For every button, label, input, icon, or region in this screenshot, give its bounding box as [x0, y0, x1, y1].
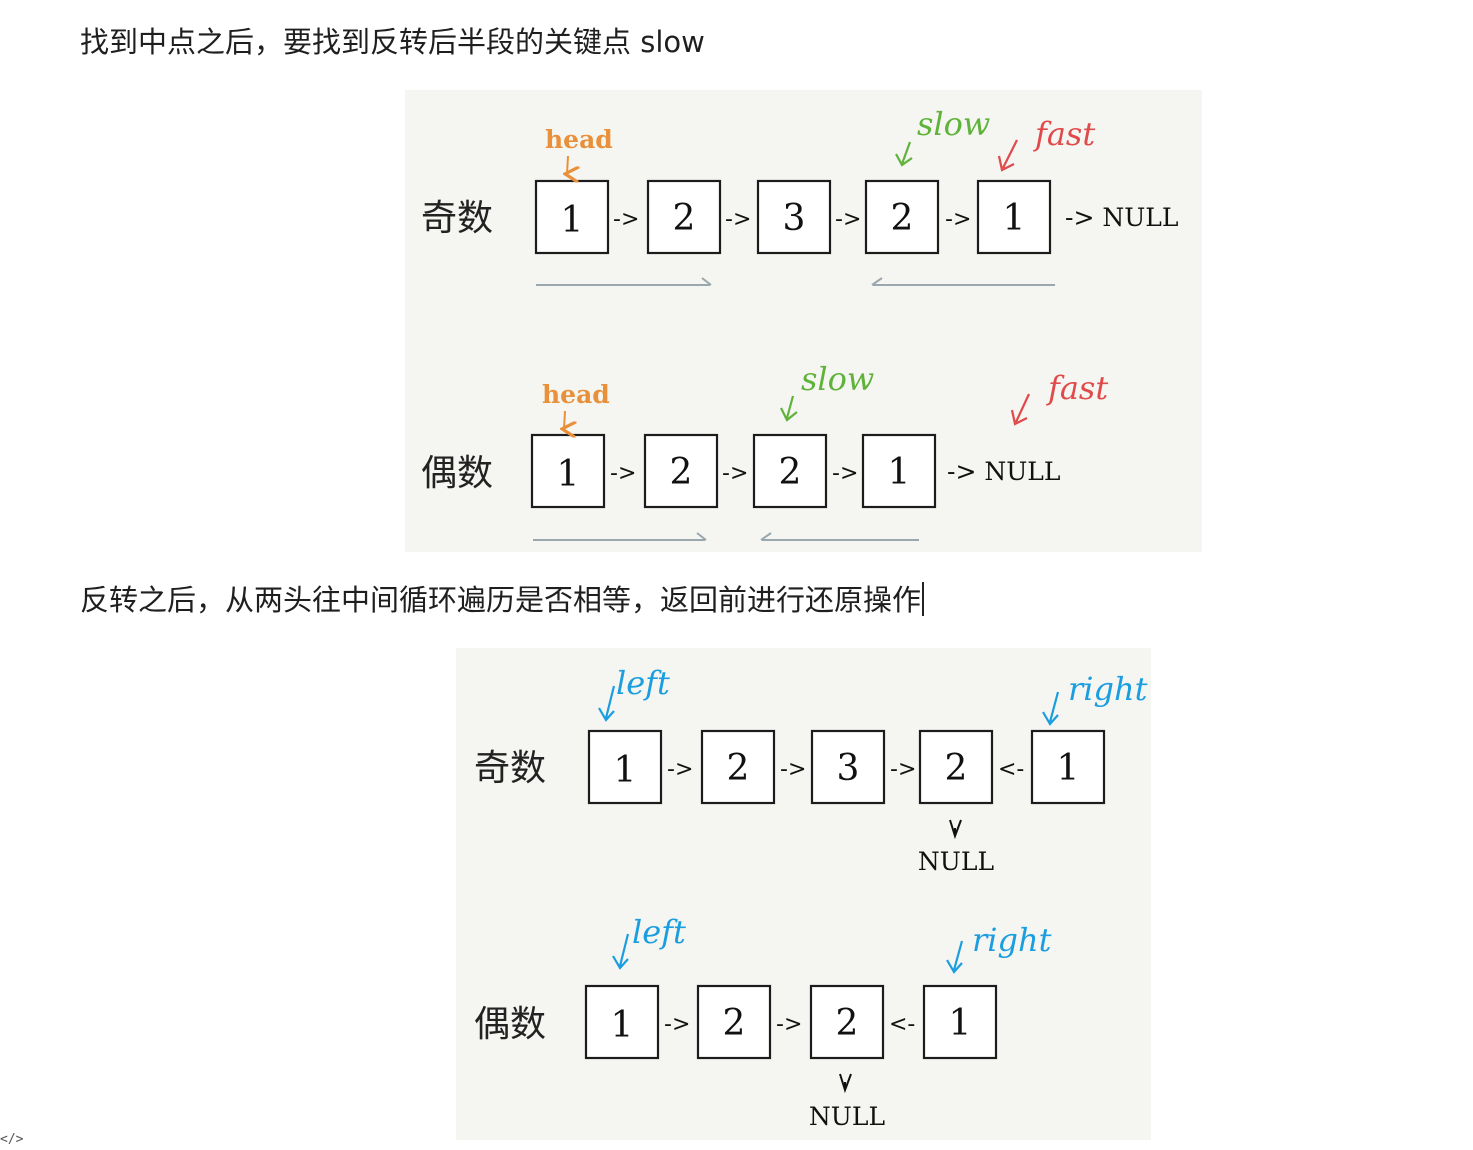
- right-arrow-icon: [1042, 691, 1060, 726]
- head-label: head: [545, 125, 613, 154]
- row-label-odd: 奇数: [421, 198, 493, 239]
- node-value: 2: [673, 198, 696, 239]
- list-node: [810, 729, 886, 805]
- fast-label: fast: [1033, 115, 1095, 153]
- right-arrow-icon: [946, 940, 964, 974]
- node-value: 1: [561, 200, 584, 241]
- figure-find-slow: 奇数 1 -> 2 -> 3 -> 2 -> 1 -> NULL head sl…: [405, 90, 1202, 552]
- node-value: 2: [836, 1003, 859, 1044]
- list-node: [976, 179, 1052, 255]
- row-label-even: 偶数: [474, 1004, 546, 1045]
- node-list-odd: 1 -> 2 -> 3 -> 2 <- 1: [587, 729, 1106, 805]
- list-node: [646, 179, 722, 255]
- list-node: [864, 179, 940, 255]
- figure-compare: 奇数 1 -> 2 -> 3 -> 2 <- 1 NULL left right…: [456, 648, 1151, 1140]
- paragraph-find-slow: 找到中点之后，要找到反转后半段的关键点 slow: [80, 22, 705, 62]
- fast-arrow-icon: [997, 139, 1018, 172]
- list-node: [584, 984, 660, 1060]
- node-value: 3: [783, 198, 806, 239]
- next-arrow: ->: [725, 207, 751, 232]
- list-node: [700, 729, 776, 805]
- list-node: [918, 729, 994, 805]
- forward-guide-arrow-icon: [533, 532, 707, 541]
- slow-label: slow: [917, 105, 990, 143]
- node-value: 2: [891, 198, 914, 239]
- next-arrow: ->: [835, 207, 861, 232]
- next-arrow: ->: [664, 1012, 690, 1037]
- list-node: [534, 179, 610, 255]
- text-caret: [922, 582, 925, 616]
- diagram-find-slow: 奇数 1 -> 2 -> 3 -> 2 -> 1 -> NULL head sl…: [421, 105, 1179, 541]
- down-arrow-icon: [949, 819, 962, 840]
- forward-guide-arrow-icon: [536, 277, 712, 286]
- node-value: 1: [611, 1005, 634, 1046]
- node-value: 1: [1057, 748, 1080, 789]
- left-arrow-icon: [612, 933, 630, 970]
- list-node: [696, 984, 772, 1060]
- down-arrow-icon: [839, 1073, 852, 1094]
- node-value: 3: [837, 748, 860, 789]
- node-value: 2: [945, 748, 968, 789]
- node-list-even: 1 -> 2 -> 2 <- 1: [584, 984, 998, 1060]
- fast-arrow-icon: [1010, 393, 1030, 426]
- code-icon[interactable]: </>: [0, 1132, 24, 1147]
- null-terminator: NULL: [809, 1102, 885, 1131]
- prev-arrow: <-: [998, 757, 1024, 782]
- node-value: 1: [888, 452, 911, 493]
- next-arrow: ->: [832, 461, 858, 486]
- paragraph-compare: 反转之后，从两头往中间循环遍历是否相等，返回前进行还原操作: [80, 580, 925, 620]
- list-node: [530, 433, 606, 509]
- slow-label: slow: [801, 360, 874, 398]
- node-list-even: 1 -> 2 -> 2 -> 1 -> NULL: [530, 433, 1061, 509]
- list-node: [756, 179, 832, 255]
- list-node: [643, 433, 719, 509]
- node-value: 1: [557, 454, 580, 495]
- diagram-compare: 奇数 1 -> 2 -> 3 -> 2 <- 1 NULL left right…: [474, 664, 1148, 1131]
- null-terminator: -> NULL: [947, 457, 1061, 486]
- left-label: left: [616, 664, 670, 702]
- node-value: 1: [614, 750, 637, 791]
- slow-arrow-icon: [895, 141, 913, 167]
- prev-arrow: <-: [889, 1012, 915, 1037]
- next-arrow: ->: [780, 757, 806, 782]
- node-list-odd: 1 -> 2 -> 3 -> 2 -> 1 -> NULL: [534, 179, 1179, 255]
- node-value: 1: [1003, 198, 1026, 239]
- right-label: right: [1068, 670, 1148, 708]
- list-node: [922, 984, 998, 1060]
- row-label-odd: 奇数: [474, 748, 546, 789]
- fast-label: fast: [1046, 369, 1108, 407]
- backward-guide-arrow-icon: [871, 277, 1055, 286]
- next-arrow: ->: [610, 461, 636, 486]
- next-arrow: ->: [667, 757, 693, 782]
- left-arrow-icon: [598, 685, 616, 722]
- next-arrow: ->: [613, 207, 639, 232]
- next-arrow: ->: [945, 207, 971, 232]
- next-arrow: ->: [722, 461, 748, 486]
- backward-guide-arrow-icon: [760, 532, 919, 541]
- paragraph-text: 反转之后，从两头往中间循环遍历是否相等，返回前进行还原操作: [80, 583, 922, 617]
- slow-arrow-icon: [780, 395, 798, 422]
- node-value: 2: [670, 452, 693, 493]
- row-label-even: 偶数: [421, 453, 493, 494]
- paragraph-text: 找到中点之后，要找到反转后半段的关键点 slow: [80, 25, 705, 59]
- node-value: 1: [949, 1003, 972, 1044]
- head-arrow-icon: [564, 410, 565, 429]
- head-label: head: [542, 380, 610, 409]
- node-value: 2: [723, 1003, 746, 1044]
- node-value: 2: [727, 748, 750, 789]
- head-arrow-icon: [567, 155, 568, 174]
- list-node: [587, 729, 663, 805]
- next-arrow: ->: [890, 757, 916, 782]
- null-terminator: NULL: [918, 847, 994, 876]
- list-node: [809, 984, 885, 1060]
- list-node: [861, 433, 937, 509]
- right-label: right: [972, 921, 1052, 959]
- list-node: [1030, 729, 1106, 805]
- list-node: [752, 433, 828, 509]
- node-value: 2: [779, 452, 802, 493]
- next-arrow: ->: [776, 1012, 802, 1037]
- left-label: left: [632, 913, 686, 951]
- null-terminator: -> NULL: [1065, 203, 1179, 232]
